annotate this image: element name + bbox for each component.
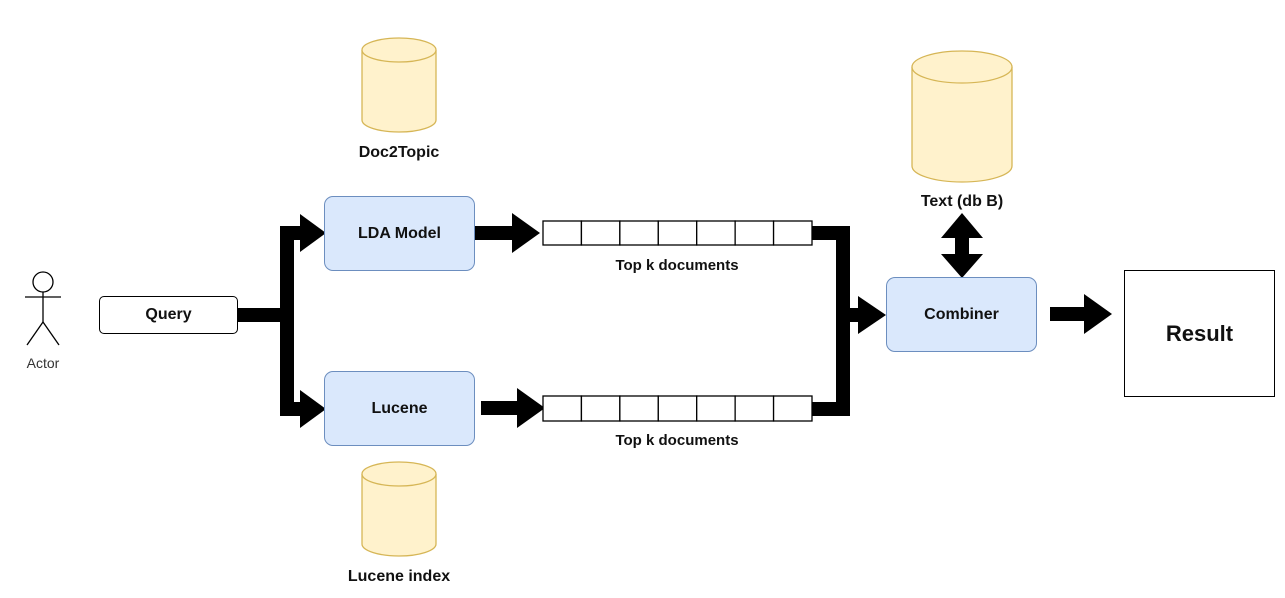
lucene-index-label: Lucene index xyxy=(347,568,451,585)
top-k-list-lucene xyxy=(542,395,813,422)
actor-icon xyxy=(25,271,61,346)
document-slot xyxy=(580,395,621,422)
document-slot xyxy=(619,220,659,246)
doc2topic-database-icon xyxy=(361,37,437,133)
arrow-lucene-to-list xyxy=(481,388,545,428)
lda-model-node[interactable]: LDA Model xyxy=(324,196,475,271)
document-slot xyxy=(657,220,698,246)
document-slot xyxy=(696,220,736,246)
document-slot xyxy=(696,395,736,422)
arrow-to-lucene xyxy=(300,390,326,428)
arrow-combiner-to-result xyxy=(1050,294,1112,334)
document-slot xyxy=(772,395,813,422)
document-slot xyxy=(542,220,583,246)
document-slot xyxy=(657,395,698,422)
document-slot xyxy=(542,395,583,422)
query-split-arrows xyxy=(237,226,302,416)
document-slot xyxy=(734,220,775,246)
actor-label: Actor xyxy=(26,355,60,371)
top-k-label-lda: Top k documents xyxy=(615,257,739,274)
doc2topic-label: Doc2Topic xyxy=(358,144,440,161)
arrow-combiner-textdb xyxy=(941,213,983,278)
document-slot xyxy=(580,220,621,246)
arrow-lda-to-list xyxy=(474,213,540,253)
top-k-label-lucene: Top k documents xyxy=(615,432,739,449)
merge-arrows xyxy=(812,226,860,416)
document-slot xyxy=(619,395,659,422)
text-db-database-icon xyxy=(911,50,1013,183)
top-k-list-lda xyxy=(542,220,813,246)
arrow-to-lda xyxy=(300,214,326,252)
arrow-to-combiner xyxy=(858,296,886,334)
text-db-label: Text (db B) xyxy=(920,193,1004,210)
document-slot xyxy=(734,395,775,422)
lucene-node[interactable]: Lucene xyxy=(324,371,475,446)
result-node[interactable]: Result xyxy=(1124,270,1275,397)
combiner-node[interactable]: Combiner xyxy=(886,277,1037,352)
document-slot xyxy=(772,220,813,246)
query-node[interactable]: Query xyxy=(99,296,238,334)
lucene-index-database-icon xyxy=(361,461,437,557)
